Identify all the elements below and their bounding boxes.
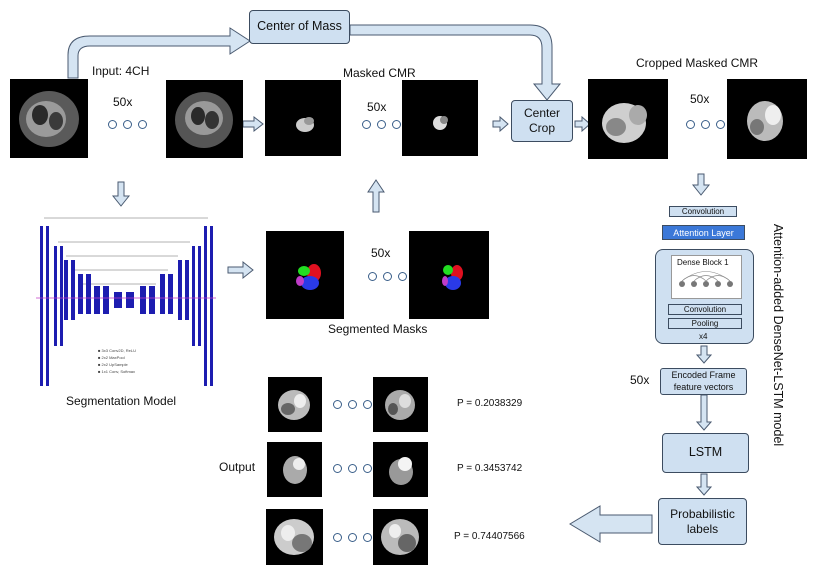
input-dots bbox=[108, 118, 153, 132]
svg-text:■ 2x2 UpSample: ■ 2x2 UpSample bbox=[98, 362, 129, 367]
output-row2-first bbox=[267, 442, 322, 497]
arrow-masks-up bbox=[367, 179, 385, 213]
arrow-lstm-down bbox=[695, 473, 713, 496]
probabilistic-labels-box: Probabilistic labels bbox=[658, 498, 747, 545]
svg-text:■ 2x2 MaxPool: ■ 2x2 MaxPool bbox=[98, 355, 125, 360]
center-of-mass-label: Center of Mass bbox=[257, 19, 342, 34]
output-row3-first bbox=[266, 509, 323, 565]
dense-block-container: Dense Block 1 Convolution Pooling x4 bbox=[655, 249, 754, 344]
output-label: Output bbox=[219, 460, 256, 474]
arrow-encoded-down bbox=[695, 394, 713, 431]
svg-text:■ 1x1 Conv, Softmax: ■ 1x1 Conv, Softmax bbox=[98, 369, 135, 374]
mask-dots bbox=[368, 270, 413, 284]
cropped-count: 50x bbox=[690, 92, 710, 106]
arrow-input-to-masked bbox=[242, 115, 264, 133]
arrow-masked-to-crop bbox=[492, 115, 509, 133]
encoded-frame-box: Encoded Frame feature vectors bbox=[660, 368, 747, 395]
masked-dots bbox=[362, 118, 407, 132]
center-crop-line2: Crop bbox=[528, 121, 555, 135]
masked-cmr-label: Masked CMR bbox=[343, 66, 416, 80]
arrow-seg-to-masks bbox=[227, 260, 254, 280]
input-frame-first bbox=[10, 79, 88, 158]
lstm-box: LSTM bbox=[662, 433, 749, 473]
repeat-x4: x4 bbox=[699, 332, 708, 341]
output-row3-p: P = 0.74407566 bbox=[454, 531, 525, 542]
input-frame-last bbox=[166, 80, 243, 158]
arrow-com-to-crop bbox=[349, 24, 562, 101]
densenet-convolution-box: Convolution bbox=[669, 206, 737, 217]
center-of-mass-box: Center of Mass bbox=[249, 10, 350, 44]
input-count: 50x bbox=[113, 95, 133, 109]
model-title: Attention-added DenseNet-LSTM model bbox=[771, 223, 785, 447]
segmented-masks-label: Segmented Masks bbox=[328, 322, 428, 336]
cropped-frame-first bbox=[588, 79, 668, 159]
masked-count: 50x bbox=[367, 100, 387, 114]
output-row1-last bbox=[373, 377, 428, 432]
mask-frame-first bbox=[266, 231, 344, 319]
cropped-frame-last bbox=[727, 79, 807, 159]
mask-frame-last bbox=[409, 231, 489, 319]
masked-frame-first bbox=[265, 80, 341, 156]
arrow-input-to-com bbox=[67, 27, 251, 79]
densenet-convolution2-box: Convolution bbox=[668, 304, 742, 315]
arrow-prob-to-output bbox=[569, 505, 653, 543]
output-row2-dots bbox=[333, 462, 378, 476]
svg-text:■ 3x3 Conv2D, ReLU: ■ 3x3 Conv2D, ReLU bbox=[98, 348, 136, 353]
output-row3-last bbox=[373, 509, 428, 565]
output-row2-p: P = 0.3453742 bbox=[457, 463, 523, 474]
dense-block-title: Dense Block 1 bbox=[677, 258, 729, 267]
output-row1-first bbox=[268, 377, 322, 432]
output-row3-dots bbox=[333, 531, 378, 545]
dense-block-inner: Dense Block 1 bbox=[671, 255, 742, 299]
cropped-masked-cmr-label: Cropped Masked CMR bbox=[636, 56, 759, 70]
masked-frame-last bbox=[402, 80, 478, 156]
input-label: Input: 4CH bbox=[92, 64, 150, 78]
segmentation-model-label: Segmentation Model bbox=[66, 394, 177, 408]
output-row2-last bbox=[373, 442, 428, 497]
cropped-dots bbox=[686, 118, 731, 132]
output-row1-dots bbox=[333, 398, 378, 412]
arrow-input-down bbox=[111, 181, 131, 207]
arrow-crop-to-cropped bbox=[574, 115, 591, 133]
pooling-box: Pooling bbox=[668, 318, 742, 329]
center-crop-box: Center Crop bbox=[511, 100, 573, 142]
center-crop-line1: Center bbox=[523, 106, 561, 120]
segmentation-model-diagram: ■ 3x3 Conv2D, ReLU ■ 2x2 MaxPool ■ 2x2 U… bbox=[28, 212, 224, 390]
arrow-densenet-down bbox=[695, 345, 713, 364]
output-row1-p: P = 0.2038329 bbox=[457, 398, 523, 409]
attention-layer-box: Attention Layer bbox=[662, 225, 745, 240]
encoded-count: 50x bbox=[630, 373, 650, 387]
mask-count: 50x bbox=[371, 246, 391, 260]
arrow-cropped-down bbox=[691, 173, 711, 196]
